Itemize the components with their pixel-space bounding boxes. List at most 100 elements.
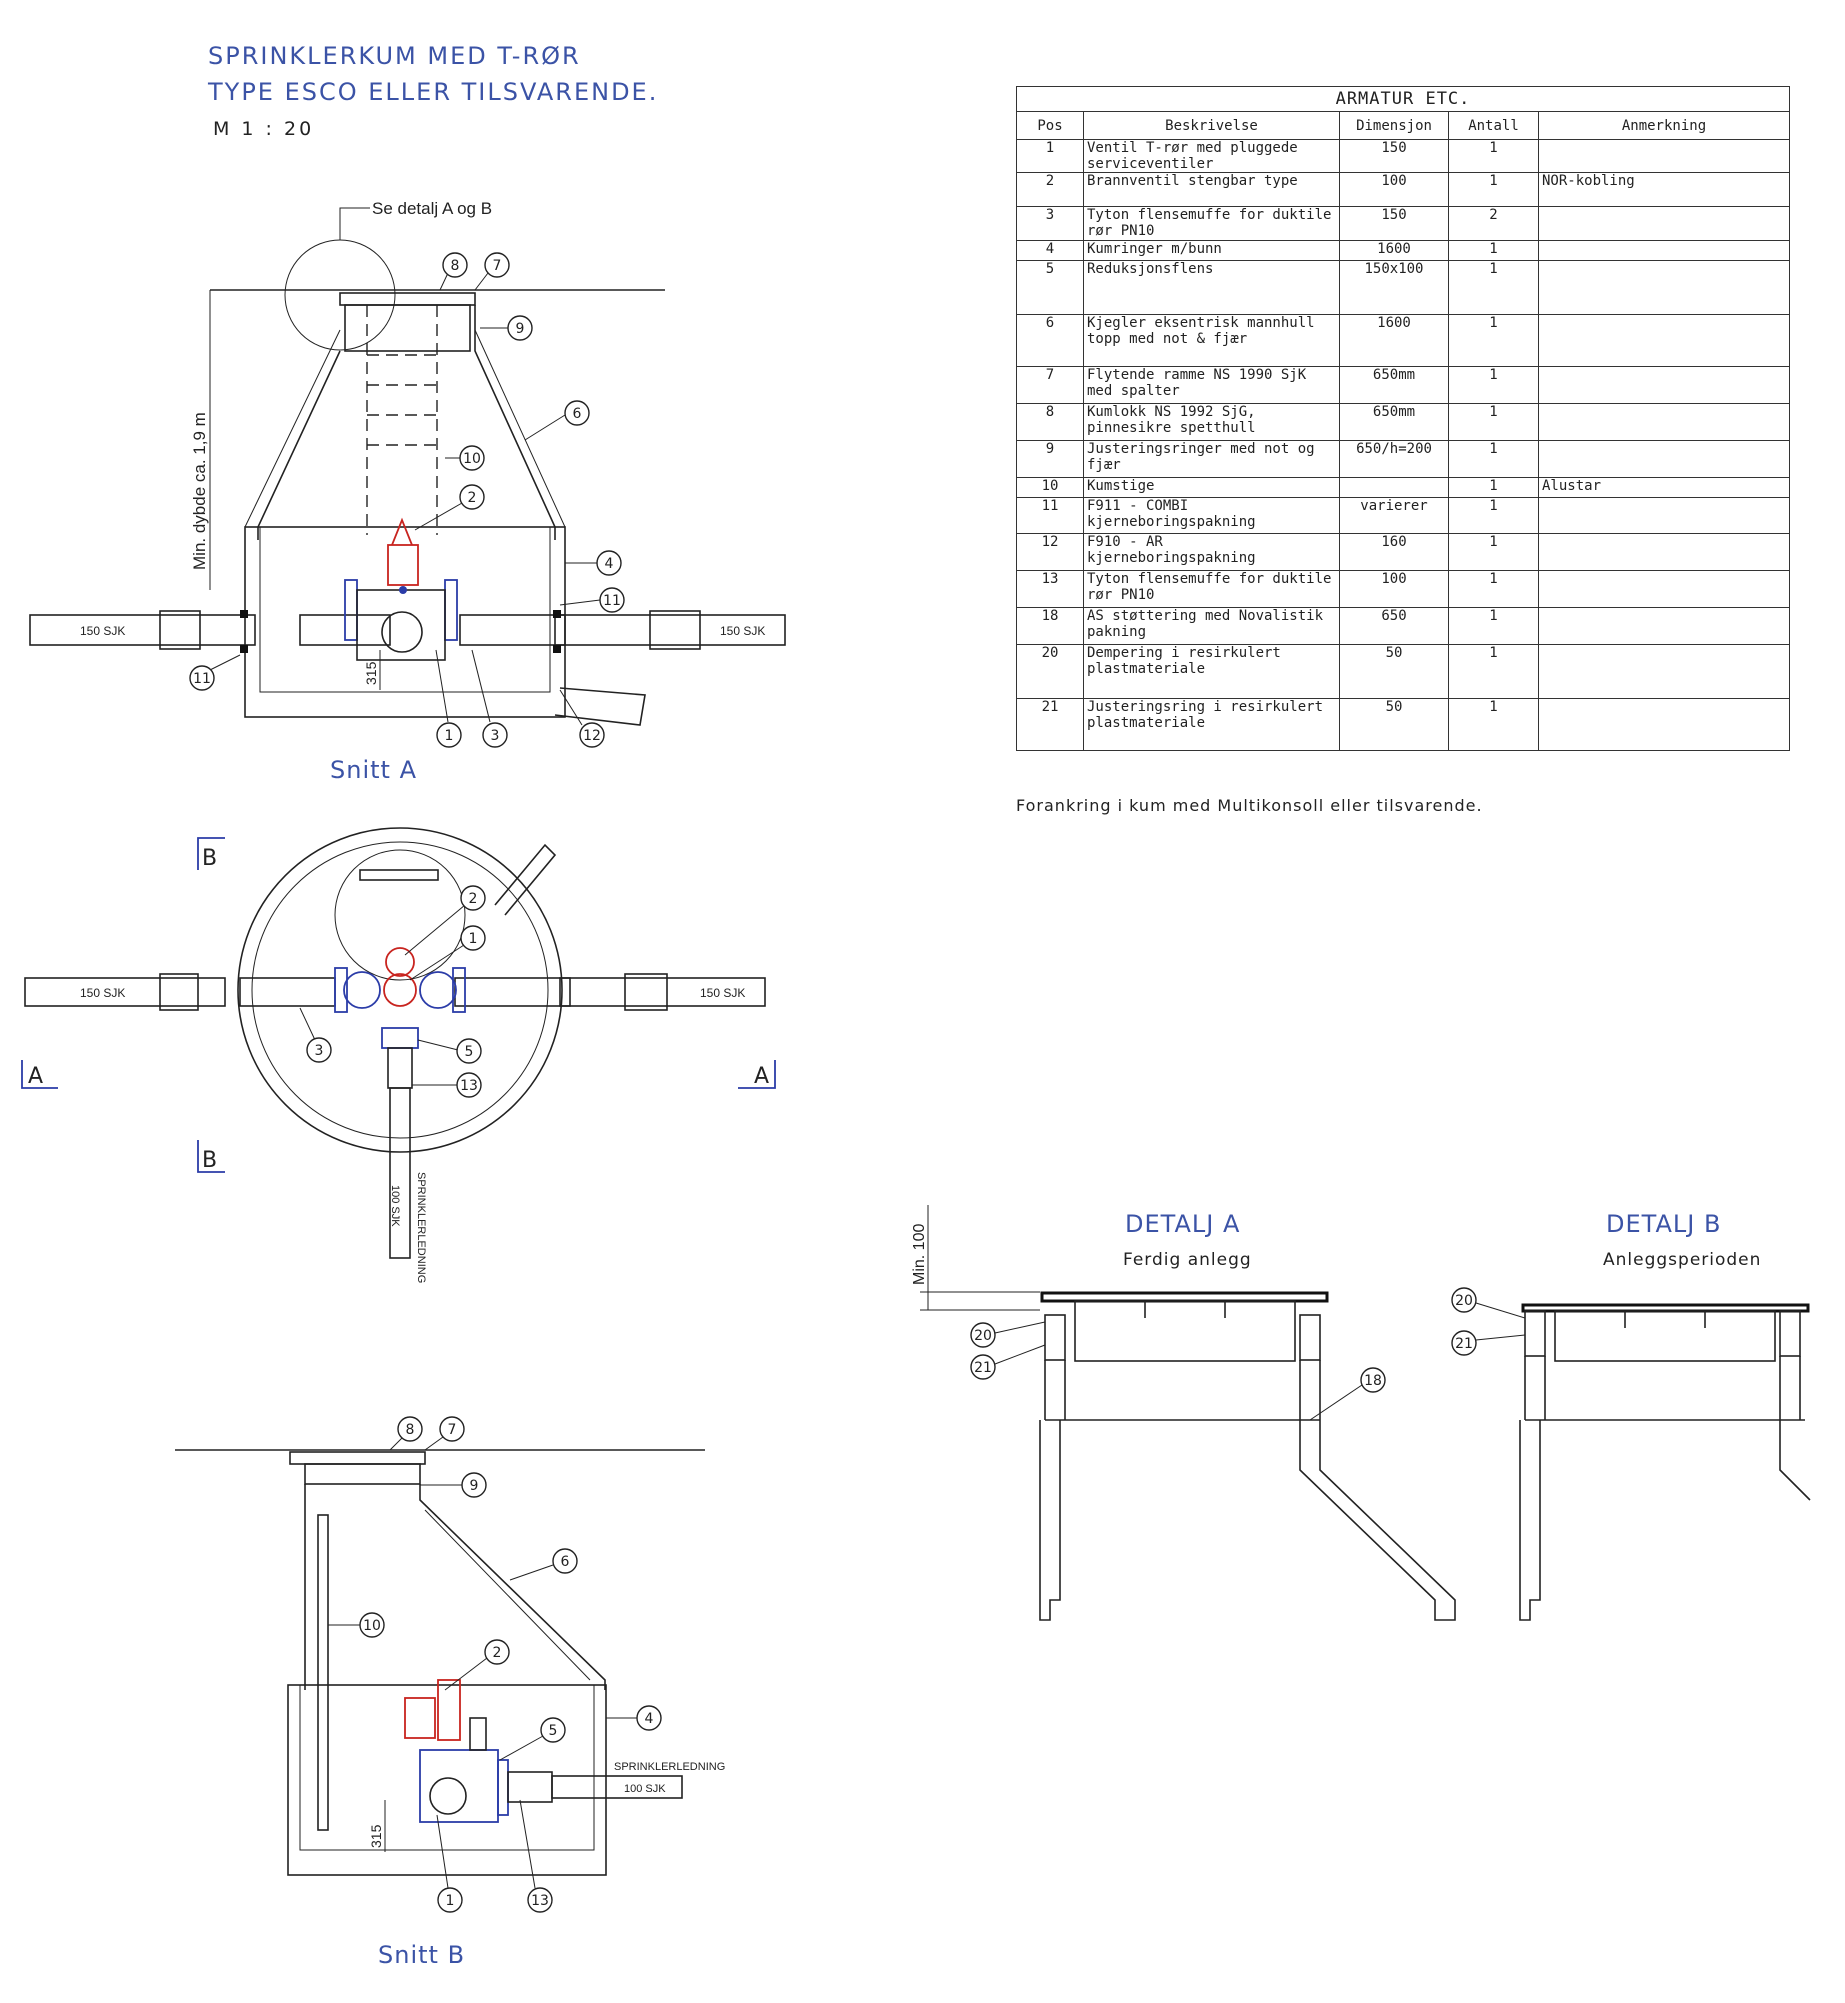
ladder-top [359,869,439,881]
flange [344,579,358,641]
callout-number: 11 [603,593,621,609]
marker-b-bottom [197,1140,225,1173]
leader [994,1344,1046,1365]
cone-inner-left [244,329,341,528]
pipe-spool [454,977,571,1007]
cell-note: NOR-kobling [1538,172,1790,207]
marker-b-top-label: B [202,846,217,871]
cell-note [1538,260,1790,315]
callout-number: 1 [445,728,454,744]
sprinkler-pipe-b [551,1775,683,1799]
gasket-mark [553,610,561,618]
leader [435,649,449,723]
callout-bubble [527,1887,553,1913]
cell-desc: Tyton flensemuffe for duktile rør PN10 [1083,570,1340,608]
callout-bubble [436,722,462,748]
ring-a-left [1044,1314,1066,1361]
leader [559,689,583,726]
cell-dim: 150 [1339,206,1449,241]
cone-b-left [1519,1420,1541,1621]
gasket-mark [240,645,248,653]
callout-bubble [461,1472,487,1498]
detail-a-title: DETALJ A [1125,1210,1240,1238]
section-b-label: Snitt B [378,1941,465,1969]
drawing-scale: M 1 : 20 [213,118,315,140]
pipe-left-label: 150 SJK [80,624,125,638]
callout-number: 8 [406,1422,415,1438]
callout-number: 20 [974,1328,992,1344]
cell-note [1538,644,1790,699]
callout-number: 6 [573,406,582,422]
cell-note [1538,533,1790,571]
cell-note [1538,314,1790,367]
hydrant-cap [385,947,415,977]
ring-b-left [1524,1310,1546,1357]
pipe-socket [159,973,199,1011]
leader [209,654,241,671]
callout-bubble [459,445,485,471]
cell-pos: 1 [1016,139,1084,173]
cell-dim: 650/h=200 [1339,440,1449,478]
lid-a [1040,1291,1329,1303]
plan-pipe-left-label: 150 SJK [80,986,125,1000]
callout-number: 21 [974,1360,992,1376]
callout-bubble [460,885,486,911]
plan-pipe-left [24,977,226,1007]
dim-315-label: 315 [363,661,379,685]
leader [417,1039,459,1051]
callout-bubble [540,1717,566,1743]
cell-qty: 1 [1448,314,1539,367]
section-a-callouts: 8 7 9 6 10 2 4 11 11 12 1 3 [189,252,625,748]
frame-b [1554,1310,1776,1362]
cell-note [1538,497,1790,534]
leader [1475,1302,1526,1319]
callout-number: 5 [549,1723,558,1739]
col-header-note: Anmerkning [1538,111,1790,140]
table-caption: ARMATUR ETC. [1016,86,1790,112]
cone-b-right [1779,1420,1811,1501]
cell-desc: Reduksjonsflens [1083,260,1340,315]
callout-bubble [596,550,622,576]
cell-desc: Kumlokk NS 1992 SjG, pinnesikre spetthul… [1083,403,1340,441]
leader [1475,1334,1526,1341]
flange [444,579,458,641]
callout-number: 9 [516,321,525,337]
callout-bubble [359,1612,385,1638]
callout-bubble [564,400,590,426]
cell-desc: Kumringer m/bunn [1083,240,1340,261]
callout-number: 2 [468,490,477,506]
callout-bubble [484,1639,510,1665]
gasket-mark [553,645,561,653]
detail-b-subtitle: Anleggsperioden [1603,1250,1761,1270]
callout-bubble [437,1887,463,1913]
callout-number: 7 [448,1422,457,1438]
leader [414,502,463,531]
pipe-socket [159,610,201,650]
drawing-title-line1: SPRINKLERKUM MED T-RØR [208,42,581,70]
valve-spindle [469,1717,487,1751]
leader [409,944,465,981]
cone-a-left [1039,1420,1061,1621]
manhole-outer [237,827,563,1153]
callout-bubble [189,665,215,691]
cone-inner-right [474,329,566,528]
section-b-view: SPRINKLERLEDNING 100 SJK 315 Snitt B [175,1449,725,1969]
callout-number: 21 [1455,1336,1473,1352]
cell-desc: Justeringsringer med not og fjær [1083,440,1340,478]
cell-desc: Ventil T-rør med pluggede serviceventile… [1083,139,1340,173]
callout-bubble [484,252,510,278]
callout-bubble [1451,1330,1477,1356]
cell-qty: 1 [1448,698,1539,751]
cell-desc: Tyton flensemuffe for duktile rør PN10 [1083,206,1340,241]
callout-bubble [397,1416,423,1442]
flange [497,1759,509,1816]
callout-number: 4 [605,556,614,572]
adjustment-ring-b [304,1463,421,1485]
cell-note [1538,440,1790,478]
ladder-b [317,1514,329,1831]
